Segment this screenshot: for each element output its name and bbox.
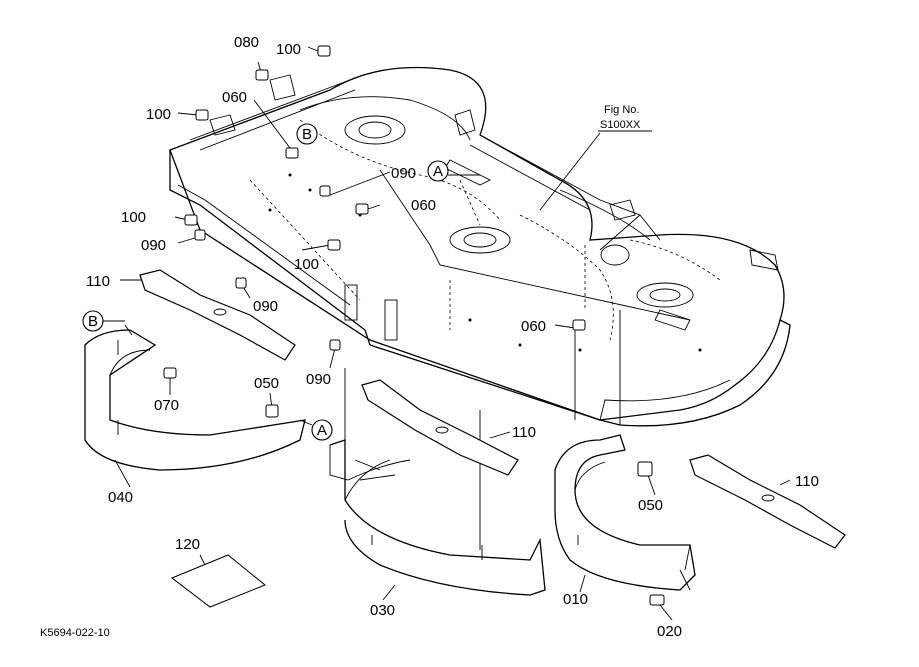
- baffle-030-icon: [329, 439, 546, 596]
- label-100-lower-left: 100: [121, 209, 146, 226]
- bolt-050-right-icon: [637, 461, 653, 477]
- nut-060-right-icon: [572, 319, 586, 331]
- bolt-090-mid-icon: [319, 185, 331, 197]
- nut-100-top-icon: [317, 45, 331, 57]
- decal-120-icon: [171, 554, 266, 608]
- bolt-090-bottom-icon: [329, 339, 341, 351]
- baffle-040-icon: [84, 329, 306, 471]
- label-080: 080: [234, 34, 259, 51]
- fig-label: Fig No. S100XX: [598, 104, 652, 132]
- label-090-mid: 090: [391, 165, 416, 182]
- nut-060-mid-icon: [355, 203, 369, 215]
- label-100-top: 100: [276, 41, 301, 58]
- label-090-left: 090: [141, 237, 166, 254]
- label-110-center: 110: [512, 424, 536, 441]
- baffles: [84, 324, 696, 596]
- baffle-010-icon: [554, 434, 696, 591]
- ref-markers: B A B A: [82, 123, 480, 441]
- label-040: 040: [108, 489, 133, 506]
- label-060-mid: 060: [411, 197, 436, 214]
- ref-b-top-text: B: [302, 126, 312, 143]
- blades: [139, 269, 846, 549]
- bolt-070-icon: [163, 367, 177, 379]
- label-090-bottom: 090: [306, 371, 331, 388]
- ref-b-left-text: B: [88, 313, 98, 330]
- bolt-090-center-icon: [235, 277, 247, 289]
- blade-110-right-icon: [689, 454, 846, 549]
- label-100-left: 100: [146, 106, 171, 123]
- part-labels: 080 100 100 060 090 060 100 090 100 110 …: [86, 34, 819, 640]
- bolt-020-icon: [649, 594, 665, 606]
- label-020: 020: [657, 623, 682, 640]
- ref-a-bottom-marker: [311, 419, 333, 441]
- nut-100-lower-left-icon: [184, 214, 198, 226]
- label-110-left: 110: [86, 273, 110, 290]
- ref-a-bottom-text: A: [317, 422, 327, 439]
- label-070: 070: [154, 397, 179, 414]
- footer-code: K5694-022-10: [40, 627, 110, 639]
- ref-b-top-marker: [296, 123, 318, 145]
- label-050-right: 050: [638, 497, 663, 514]
- label-010: 010: [563, 591, 588, 608]
- mower-deck-housing: [169, 66, 791, 427]
- nut-100-left-icon: [195, 109, 209, 121]
- ref-a-top-text: A: [433, 163, 443, 180]
- label-110-right: 110: [795, 473, 819, 490]
- bolt-090-left-icon: [194, 229, 206, 241]
- nut-060-top-icon: [285, 147, 299, 159]
- label-050-left: 050: [254, 375, 279, 392]
- nut-100-center-icon: [327, 239, 341, 251]
- nut-080-icon: [255, 69, 269, 81]
- label-030: 030: [370, 602, 395, 619]
- hardware: [163, 45, 665, 606]
- label-060-top: 060: [222, 89, 247, 106]
- fig-label-line2: S100XX: [600, 119, 641, 131]
- ref-a-top-marker: [427, 160, 449, 182]
- label-060-right: 060: [521, 318, 546, 335]
- label-090-center: 090: [253, 298, 278, 315]
- fig-label-line1: Fig No.: [604, 104, 639, 116]
- label-100-center: 100: [294, 256, 319, 273]
- bolt-050-left-icon: [265, 404, 279, 418]
- label-120: 120: [175, 536, 200, 553]
